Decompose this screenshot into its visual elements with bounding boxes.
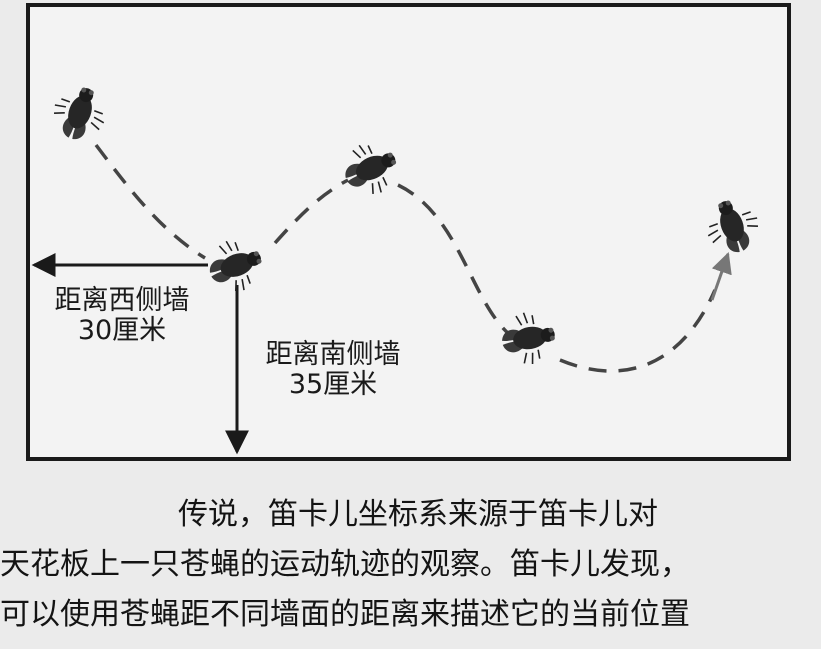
west-distance-label: 距离西侧墙 30厘米 xyxy=(36,286,208,346)
ceiling-box xyxy=(26,3,791,461)
south-label-line2: 35厘米 xyxy=(288,369,378,400)
caption: 传说，笛卡儿坐标系来源于笛卡儿对 天花板上一只苍蝇的运动轨迹的观察。笛卡儿发现，… xyxy=(0,490,821,640)
caption-line-1: 传说，笛卡儿坐标系来源于笛卡儿对 xyxy=(178,497,658,532)
west-label-line2: 30厘米 xyxy=(77,315,167,346)
trajectory-arrow xyxy=(710,252,732,301)
south-label-line1: 距离南侧墙 xyxy=(265,339,401,370)
caption-line-2: 天花板上一只苍蝇的运动轨迹的观察。笛卡儿发现， xyxy=(0,547,690,582)
south-distance-label: 距离南侧墙 35厘米 xyxy=(246,340,420,400)
caption-line-3: 可以使用苍蝇距不同墙面的距离来描述它的当前位置 xyxy=(0,597,690,632)
west-label-line1: 距离西侧墙 xyxy=(54,285,190,316)
ceiling-diagram xyxy=(26,3,791,461)
